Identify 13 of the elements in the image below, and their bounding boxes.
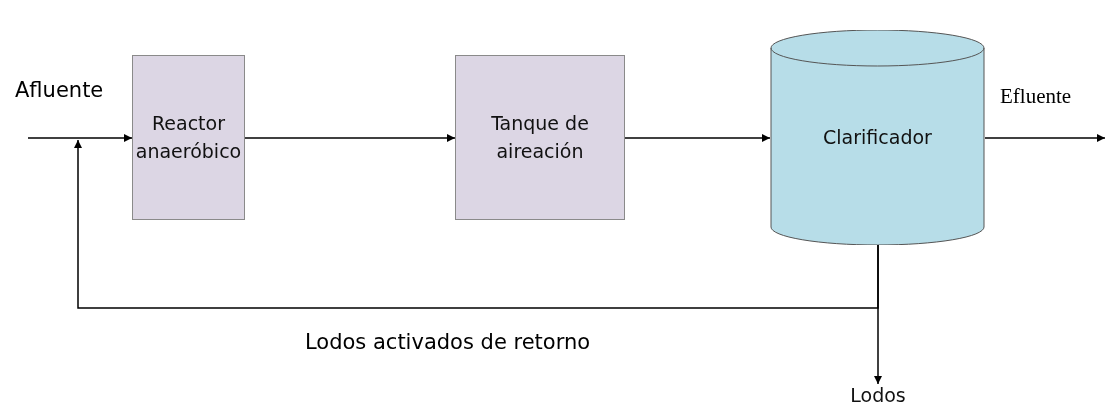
clarifier-cylinder: Clarificador [770, 30, 985, 245]
arrow [624, 134, 771, 142]
arrow [74, 139, 879, 309]
arrow [984, 134, 1106, 142]
node-label: Lodos [843, 384, 913, 410]
flow-label: Efluente [1000, 84, 1072, 110]
process-box: Tanque de aireación [455, 55, 625, 220]
process-box: Reactor anaeróbico [132, 55, 245, 220]
arrow [27, 134, 133, 142]
arrow [874, 244, 882, 385]
edge-label: Lodos activados de retorno [305, 330, 591, 356]
arrow [244, 134, 456, 142]
flow-label: Afluente [15, 78, 104, 104]
